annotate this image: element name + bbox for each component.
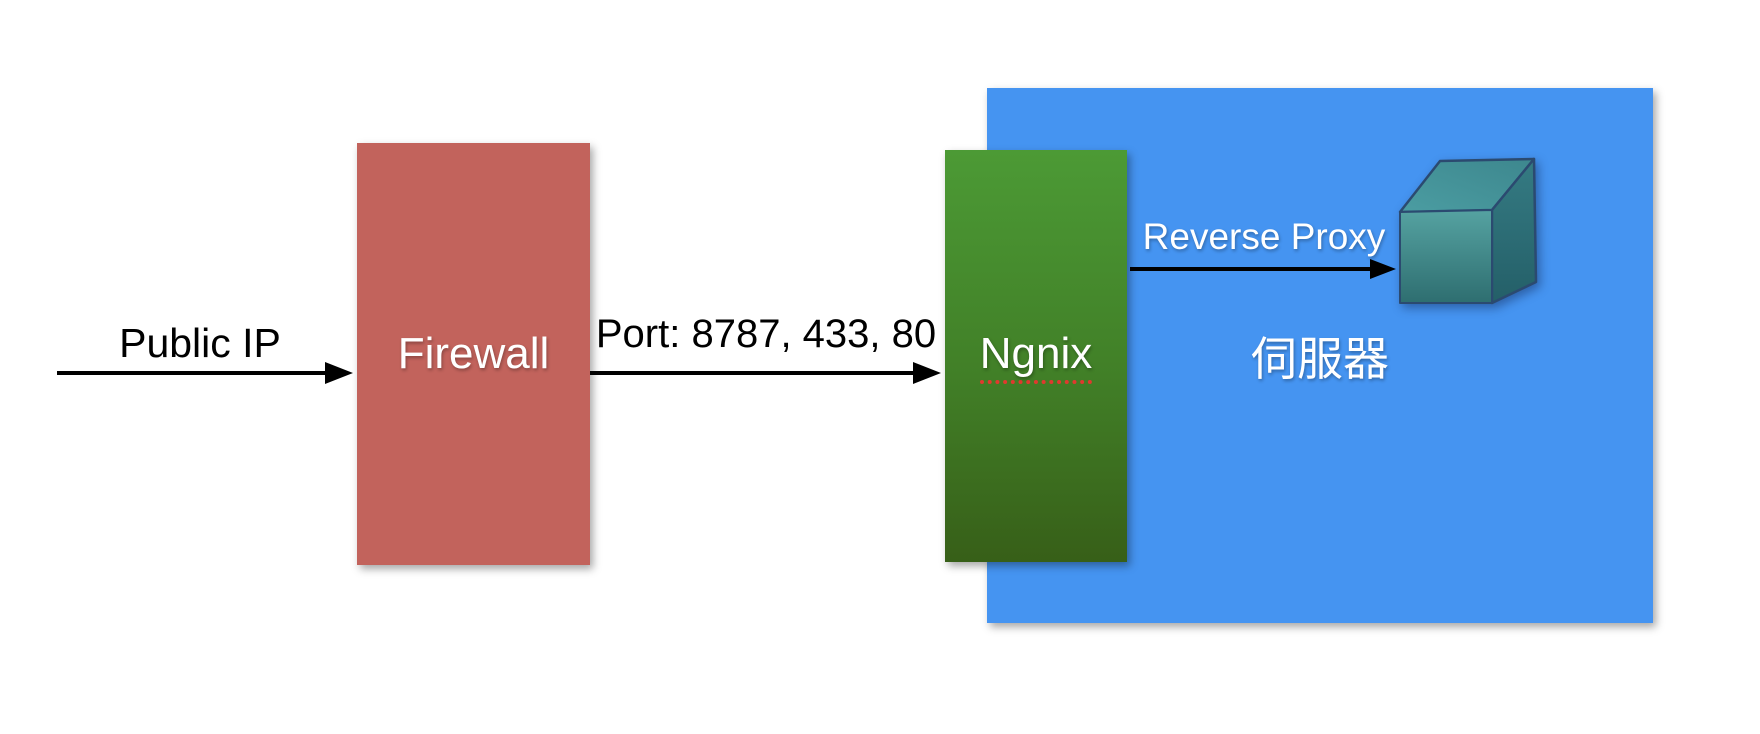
cube-3d-icon xyxy=(1398,157,1538,305)
firewall-label: Firewall xyxy=(397,329,550,378)
firewall-box: Firewall xyxy=(357,143,590,565)
reverse-proxy-label: Reverse Proxy xyxy=(1142,216,1386,257)
public-ip-arrow-icon xyxy=(57,362,353,384)
public-ip-label: Public IP xyxy=(119,320,281,366)
ports-label: Port: 8787, 433, 80 xyxy=(595,312,937,356)
nginx-label: Ngnix xyxy=(979,329,1093,384)
server-zone-label: 伺服器 xyxy=(1251,333,1389,385)
reverse-proxy-arrow-icon xyxy=(1130,259,1396,279)
ports-arrow-icon xyxy=(590,362,941,384)
nginx-box: Ngnix xyxy=(945,150,1127,562)
